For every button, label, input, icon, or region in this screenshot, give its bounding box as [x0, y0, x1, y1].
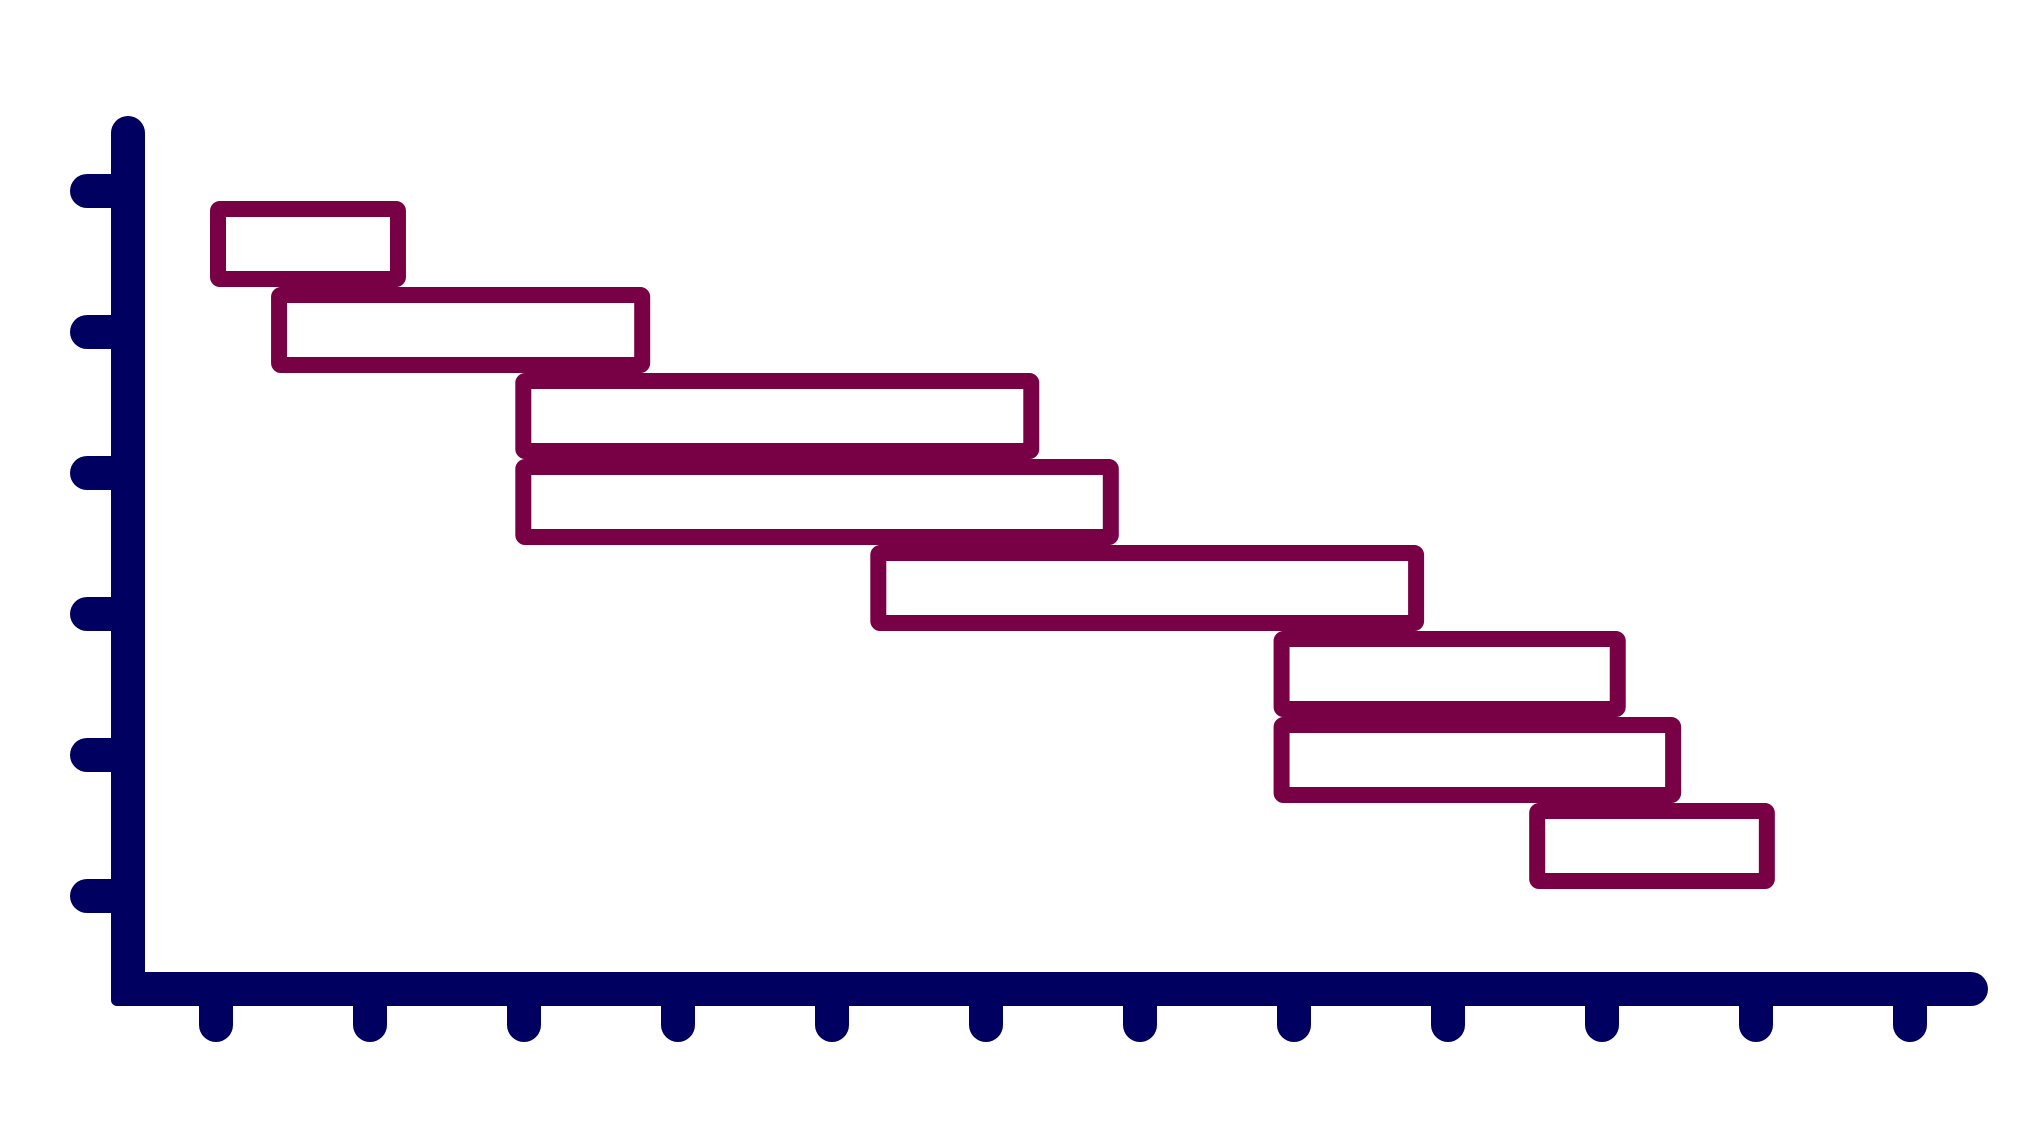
- task-bars: [210, 201, 1775, 889]
- task-bar-5: [870, 545, 1425, 631]
- task-bar-2: [271, 287, 651, 373]
- task-bar-1: [210, 201, 406, 287]
- task-bar-3: [515, 373, 1040, 459]
- task-bar-6: [1273, 631, 1626, 717]
- task-bar-8: [1529, 803, 1775, 889]
- axis-corner: [111, 972, 145, 1006]
- axes: [70, 116, 1988, 1042]
- task-bar-7: [1273, 717, 1682, 803]
- task-bar-4: [515, 459, 1119, 545]
